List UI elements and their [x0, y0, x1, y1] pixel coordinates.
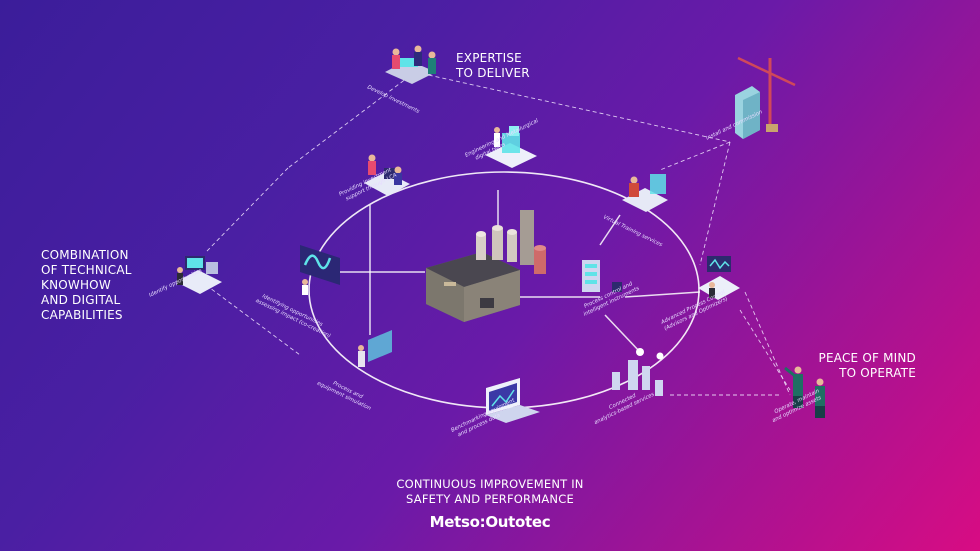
co-creation-screen-icon	[300, 245, 340, 295]
operate-workers-icon	[784, 366, 825, 418]
heading-expertise: EXPERTISE TO DELIVER	[456, 51, 530, 80]
benchmarking-laptop-icon	[486, 378, 540, 423]
engineering-twin-icon	[485, 126, 537, 168]
heading-peace-of-mind: PEACE OF MIND TO OPERATE	[818, 351, 916, 380]
develop-investments-icon	[385, 45, 436, 84]
lca-support-icon	[364, 154, 410, 196]
label-develop-investments: Develop investments	[366, 84, 420, 115]
label-virtual-training: Virtual Training services	[602, 214, 663, 248]
simulation-icon	[358, 330, 392, 367]
label-identifying-co-creation: Identifying opportunities assessing impa…	[254, 292, 334, 340]
connected-analytics-icon	[612, 348, 664, 396]
label-process-simulation: Process and equipment simulation	[316, 374, 375, 412]
label-advanced-control: Advanced Process Control (Advisors and O…	[659, 289, 730, 333]
label-connected-analytics: Connected analytics-based services	[590, 385, 655, 426]
solid-links	[318, 190, 701, 353]
virtual-training-icon	[622, 174, 668, 212]
advanced-control-icon	[698, 256, 740, 300]
identify-opportunities-icon	[176, 256, 222, 294]
heading-continuous-improvement: CONTINUOUS IMPROVEMENT IN SAFETY AND PER…	[396, 477, 584, 506]
central-plant-icon	[426, 210, 546, 322]
dashed-connectors	[205, 71, 791, 396]
metso-outotec-logo: Metso:Outotec	[429, 513, 551, 531]
construction-crane-icon	[735, 56, 796, 139]
heading-combination: COMBINATION OF TECHNICAL KNOWHOW AND DIG…	[41, 248, 132, 322]
intelligent-instruments-icon	[582, 260, 622, 292]
